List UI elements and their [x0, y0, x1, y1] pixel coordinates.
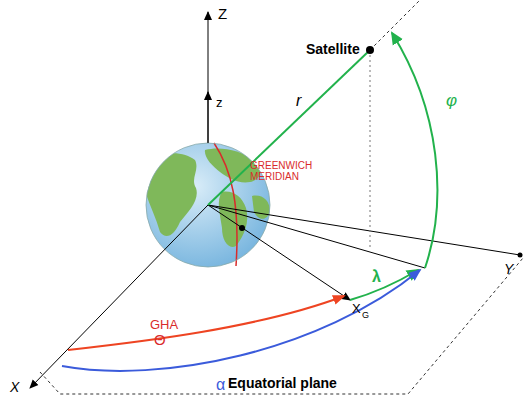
axis-letter: X	[352, 302, 361, 316]
axis-subscript: G	[362, 311, 369, 321]
axis-letter: Z	[218, 6, 227, 23]
y-axis	[208, 205, 520, 255]
phi-arc	[392, 33, 437, 268]
radius-vector	[208, 50, 370, 205]
axis-letter: Y	[504, 262, 513, 277]
satellite-dot	[366, 46, 374, 54]
radius-symbol: r	[296, 92, 301, 110]
alpha-arc	[62, 270, 420, 371]
axis-letter: X	[10, 380, 19, 395]
satellite-label: Satellite	[306, 42, 360, 57]
angle-symbol: λ	[372, 268, 381, 286]
xg-axis	[208, 205, 350, 300]
gha-arc	[68, 296, 344, 350]
equatorial-plane	[40, 258, 523, 394]
projection-line	[208, 205, 425, 268]
angle-label: GHA	[150, 318, 178, 332]
angle-symbol: α	[216, 376, 225, 394]
plane-label: Equatorial plane	[228, 376, 337, 391]
axis-letter: z	[216, 96, 223, 110]
angle-symbol: Θ	[154, 332, 166, 349]
z-axis-small	[208, 92, 209, 143]
x-axis	[30, 205, 208, 388]
meridian-label: GREENWICH MERIDIAN	[250, 160, 312, 182]
angle-symbol: φ	[446, 92, 457, 111]
